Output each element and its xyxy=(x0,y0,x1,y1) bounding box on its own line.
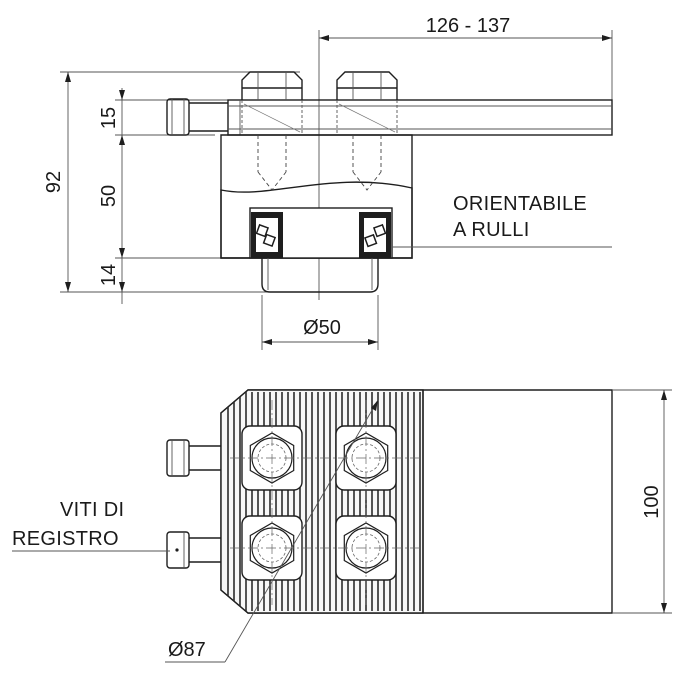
shaft-diameter-text: Ø50 xyxy=(303,317,341,339)
width-dimension: 100 xyxy=(612,389,672,614)
body-height-text: 50 xyxy=(98,185,120,207)
roll-diameter-text: Ø87 xyxy=(168,639,206,661)
top-height-text: 15 xyxy=(98,107,120,129)
adjusting-screws-plan xyxy=(166,439,221,569)
side-section-view: 126 - 137 92 15 50 14 xyxy=(43,15,613,350)
height-dimensions: 92 15 50 14 xyxy=(43,71,300,304)
top-plate xyxy=(227,99,613,136)
bearing-label-line1: ORIENTABILE xyxy=(453,193,587,215)
total-height-text: 92 xyxy=(43,171,65,193)
screws-label-line1: VITI DI xyxy=(60,499,124,521)
hex-nuts-top xyxy=(241,71,398,135)
bearing-cavity xyxy=(249,207,612,259)
plan-view: VITI DI REGISTRO 100 Ø87 xyxy=(12,389,672,663)
adjust-range-text: 126 - 137 xyxy=(426,15,511,37)
roll-diameter-dimension: Ø87 xyxy=(165,399,379,663)
shaft-diameter-dimension: Ø50 xyxy=(261,295,379,350)
screws-label-line2: REGISTRO xyxy=(12,528,119,550)
shaft-stub xyxy=(261,258,379,293)
bottom-height-text: 14 xyxy=(98,264,120,286)
adjusting-screw-side xyxy=(166,98,228,136)
housing-block xyxy=(220,134,413,259)
bearing-label-line2: A RULLI xyxy=(453,219,530,241)
width-text: 100 xyxy=(641,485,663,518)
